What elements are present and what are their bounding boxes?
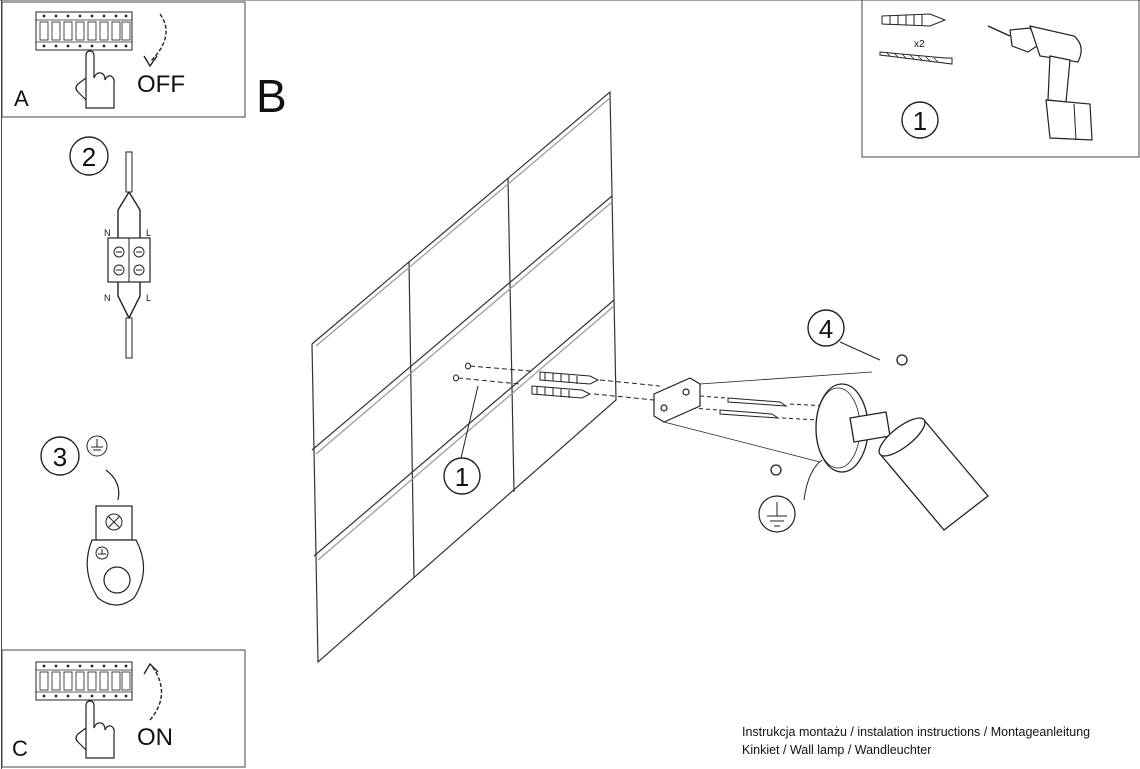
grounding-plate [86,505,145,606]
circuit-breaker-icon [35,11,133,51]
step-4-number: 4 [819,314,833,344]
tools-panel [861,0,1140,158]
panel-c-letter: C [12,736,28,761]
caption-line-1: Instrukcja montażu / instalation instruc… [742,725,1091,739]
panel-c [1,649,246,768]
circuit-breaker-icon [35,661,133,701]
caption-line-2: Kinkiet / Wall lamp / Wandleuchter [742,743,932,757]
arrow-icon [149,665,163,721]
live-label-top: L [146,228,151,238]
wall-fixings [453,362,827,421]
hand-icon [75,50,115,109]
wall-tiles [311,90,617,664]
screw-icon [879,51,953,65]
panel-b-letter: B [256,70,287,122]
ground-symbol-icon [86,435,108,457]
neutral-label-bottom: N [104,293,111,303]
caption: Instrukcja montażu / instalation instruc… [742,723,1090,759]
panel-a-off-label: OFF [137,71,185,98]
step-2-number: 2 [82,142,96,172]
wall-plug-icon [881,13,947,27]
live-label-bottom: L [146,293,151,303]
step-3-number: 3 [53,442,67,472]
hand-icon [75,700,115,759]
panel-a-letter: A [14,86,29,111]
ground-diagram [40,435,145,606]
panel-c-on-label: ON [137,724,173,751]
wiring-diagram [69,136,151,359]
step-1-wall-number: 1 [455,462,469,492]
arrow-icon [149,13,167,63]
step-1-tools-number: 1 [913,106,927,136]
drill-icon [987,25,1093,141]
panel-a [1,1,246,118]
quantity-label: x2 [914,39,925,50]
neutral-label-top: N [104,228,111,238]
wall-lamp-icon [770,354,989,531]
ground-symbol-icon [758,495,796,533]
connector-block-icon [107,237,151,283]
mounting-bracket [653,371,873,463]
